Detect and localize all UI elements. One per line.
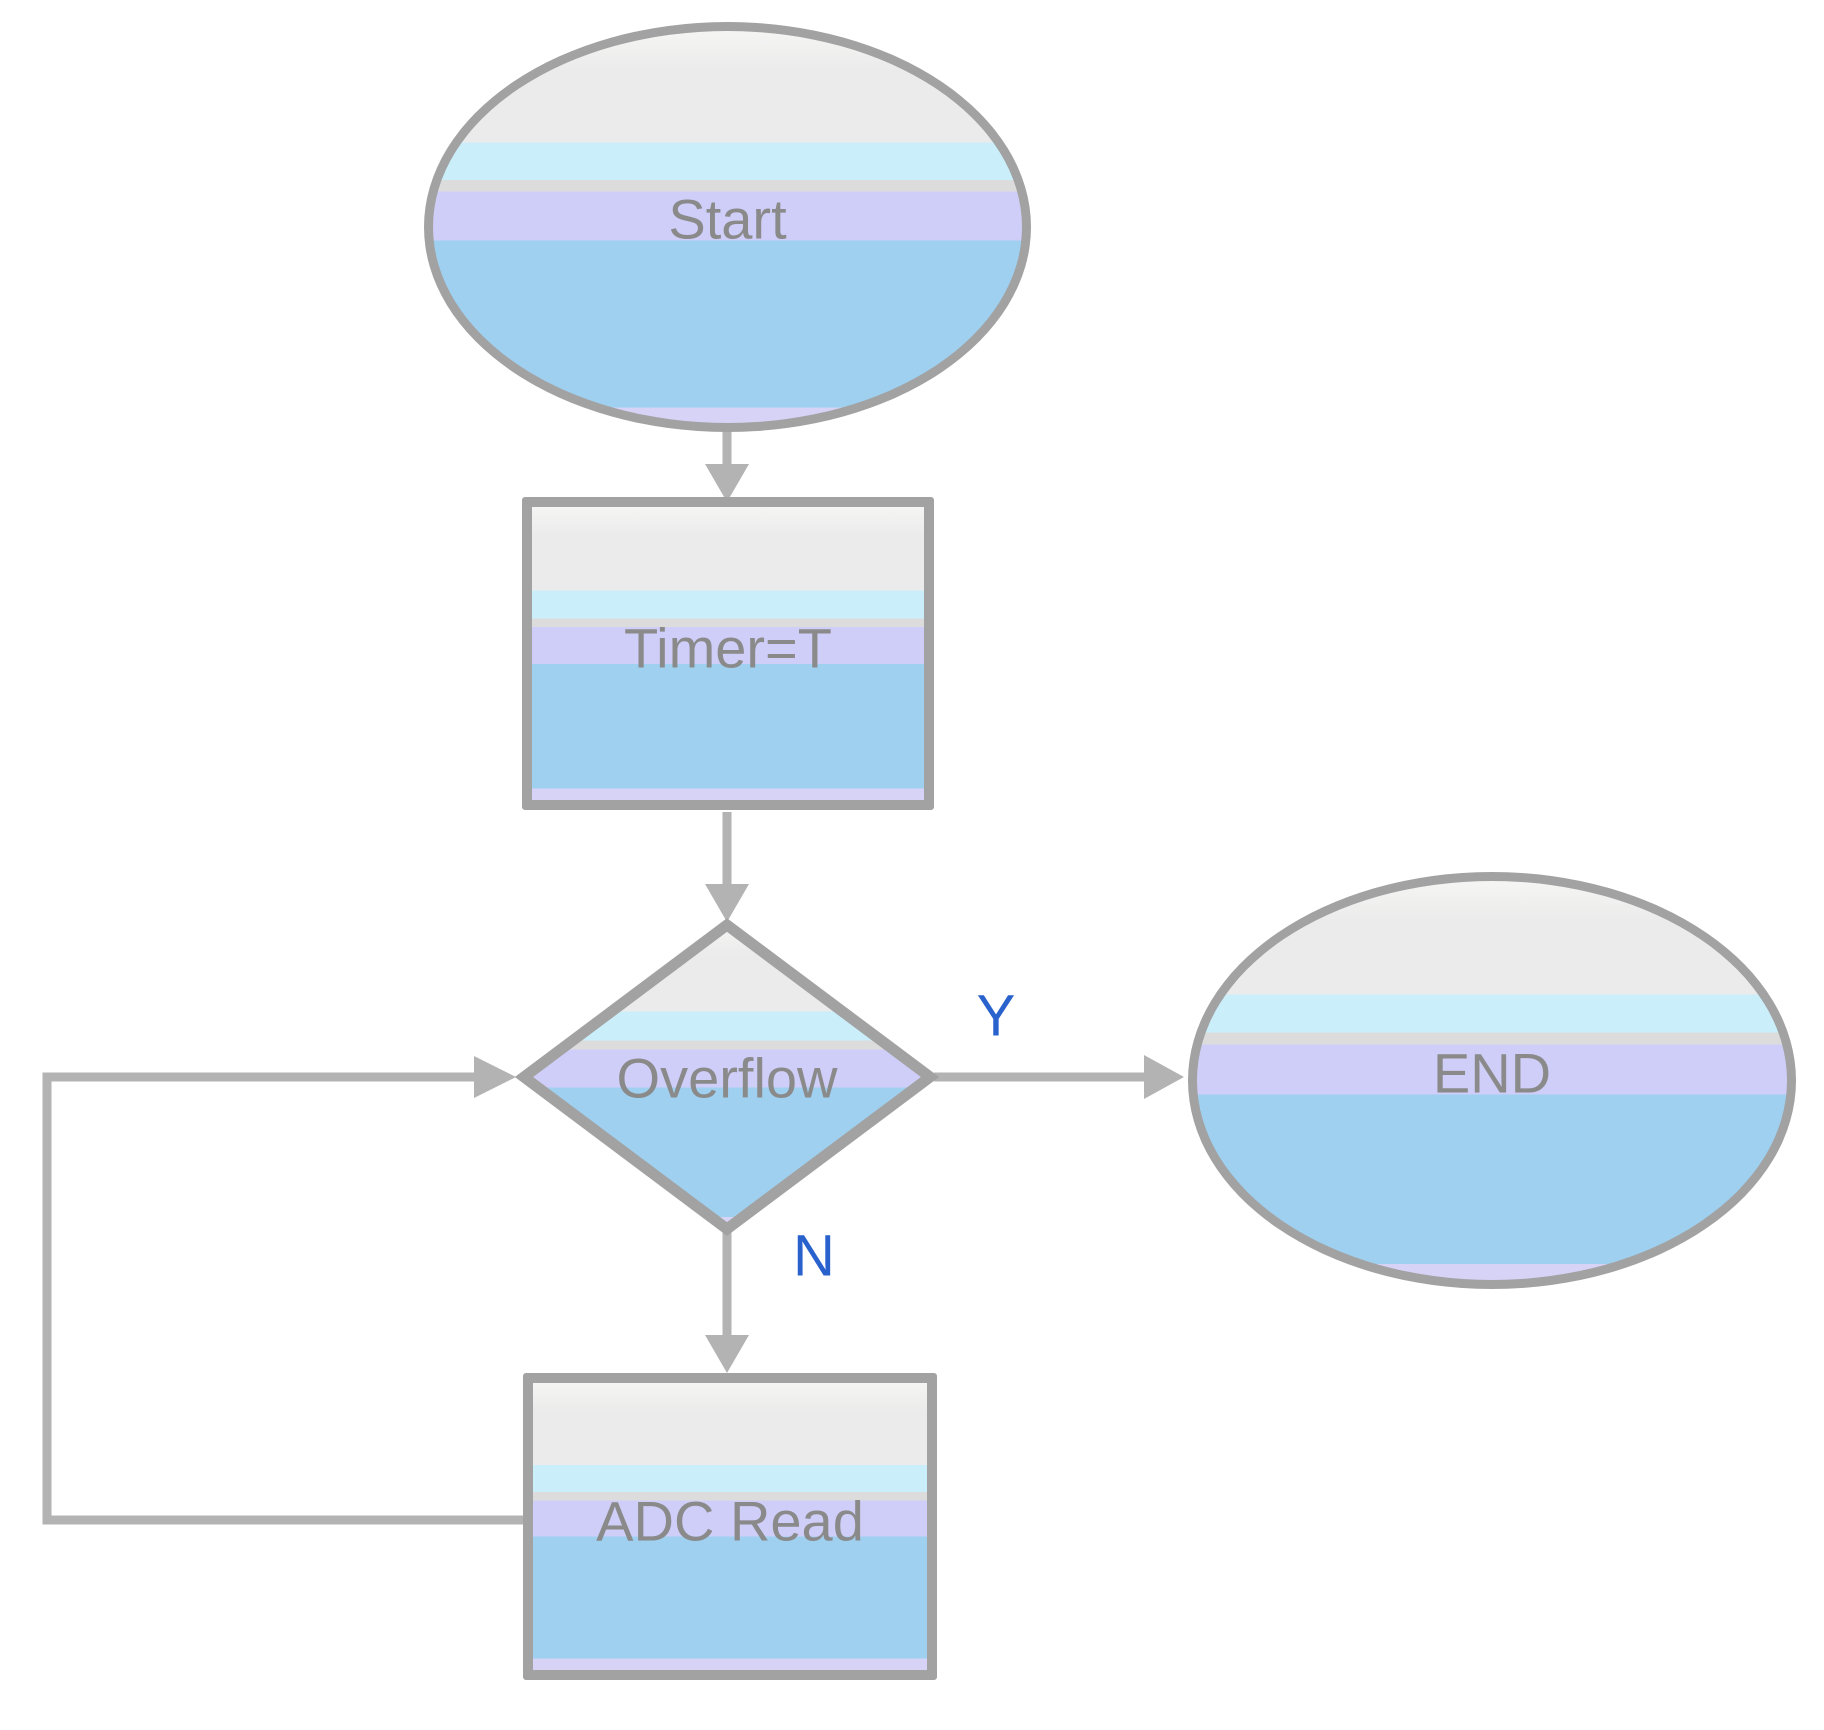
node-adc-read-label: ADC Read	[596, 1489, 864, 1553]
arrowhead-down-icon	[705, 464, 749, 502]
node-overflow-label: Overflow	[616, 1046, 838, 1110]
node-timer: Timer=T	[522, 497, 934, 810]
node-start-label: Start	[668, 187, 787, 251]
edge-loop-line	[42, 1072, 523, 1525]
edge-label-yes: Y	[976, 983, 1016, 1049]
node-overflow-shape	[514, 918, 940, 1236]
node-start: Start	[424, 22, 1031, 432]
node-end-label: END	[1432, 1041, 1552, 1105]
arrowhead-down-icon	[705, 884, 749, 922]
node-end: END	[1188, 872, 1796, 1289]
edge-label-no: N	[793, 1223, 835, 1289]
node-timer-label: Timer=T	[624, 616, 832, 680]
edge-start-to-timer	[705, 428, 749, 502]
edge-timer-to-overflow	[705, 812, 749, 922]
edge-overflow-to-adc	[705, 1231, 749, 1373]
arrowhead-right-icon	[1144, 1055, 1184, 1099]
edge-adc-loop-to-overflow	[42, 1056, 523, 1525]
node-adc-read: ADC Read	[523, 1373, 937, 1680]
arrowhead-right-icon	[474, 1056, 516, 1098]
edge-overflow-to-end	[934, 1055, 1184, 1099]
arrowhead-down-icon	[705, 1335, 749, 1373]
